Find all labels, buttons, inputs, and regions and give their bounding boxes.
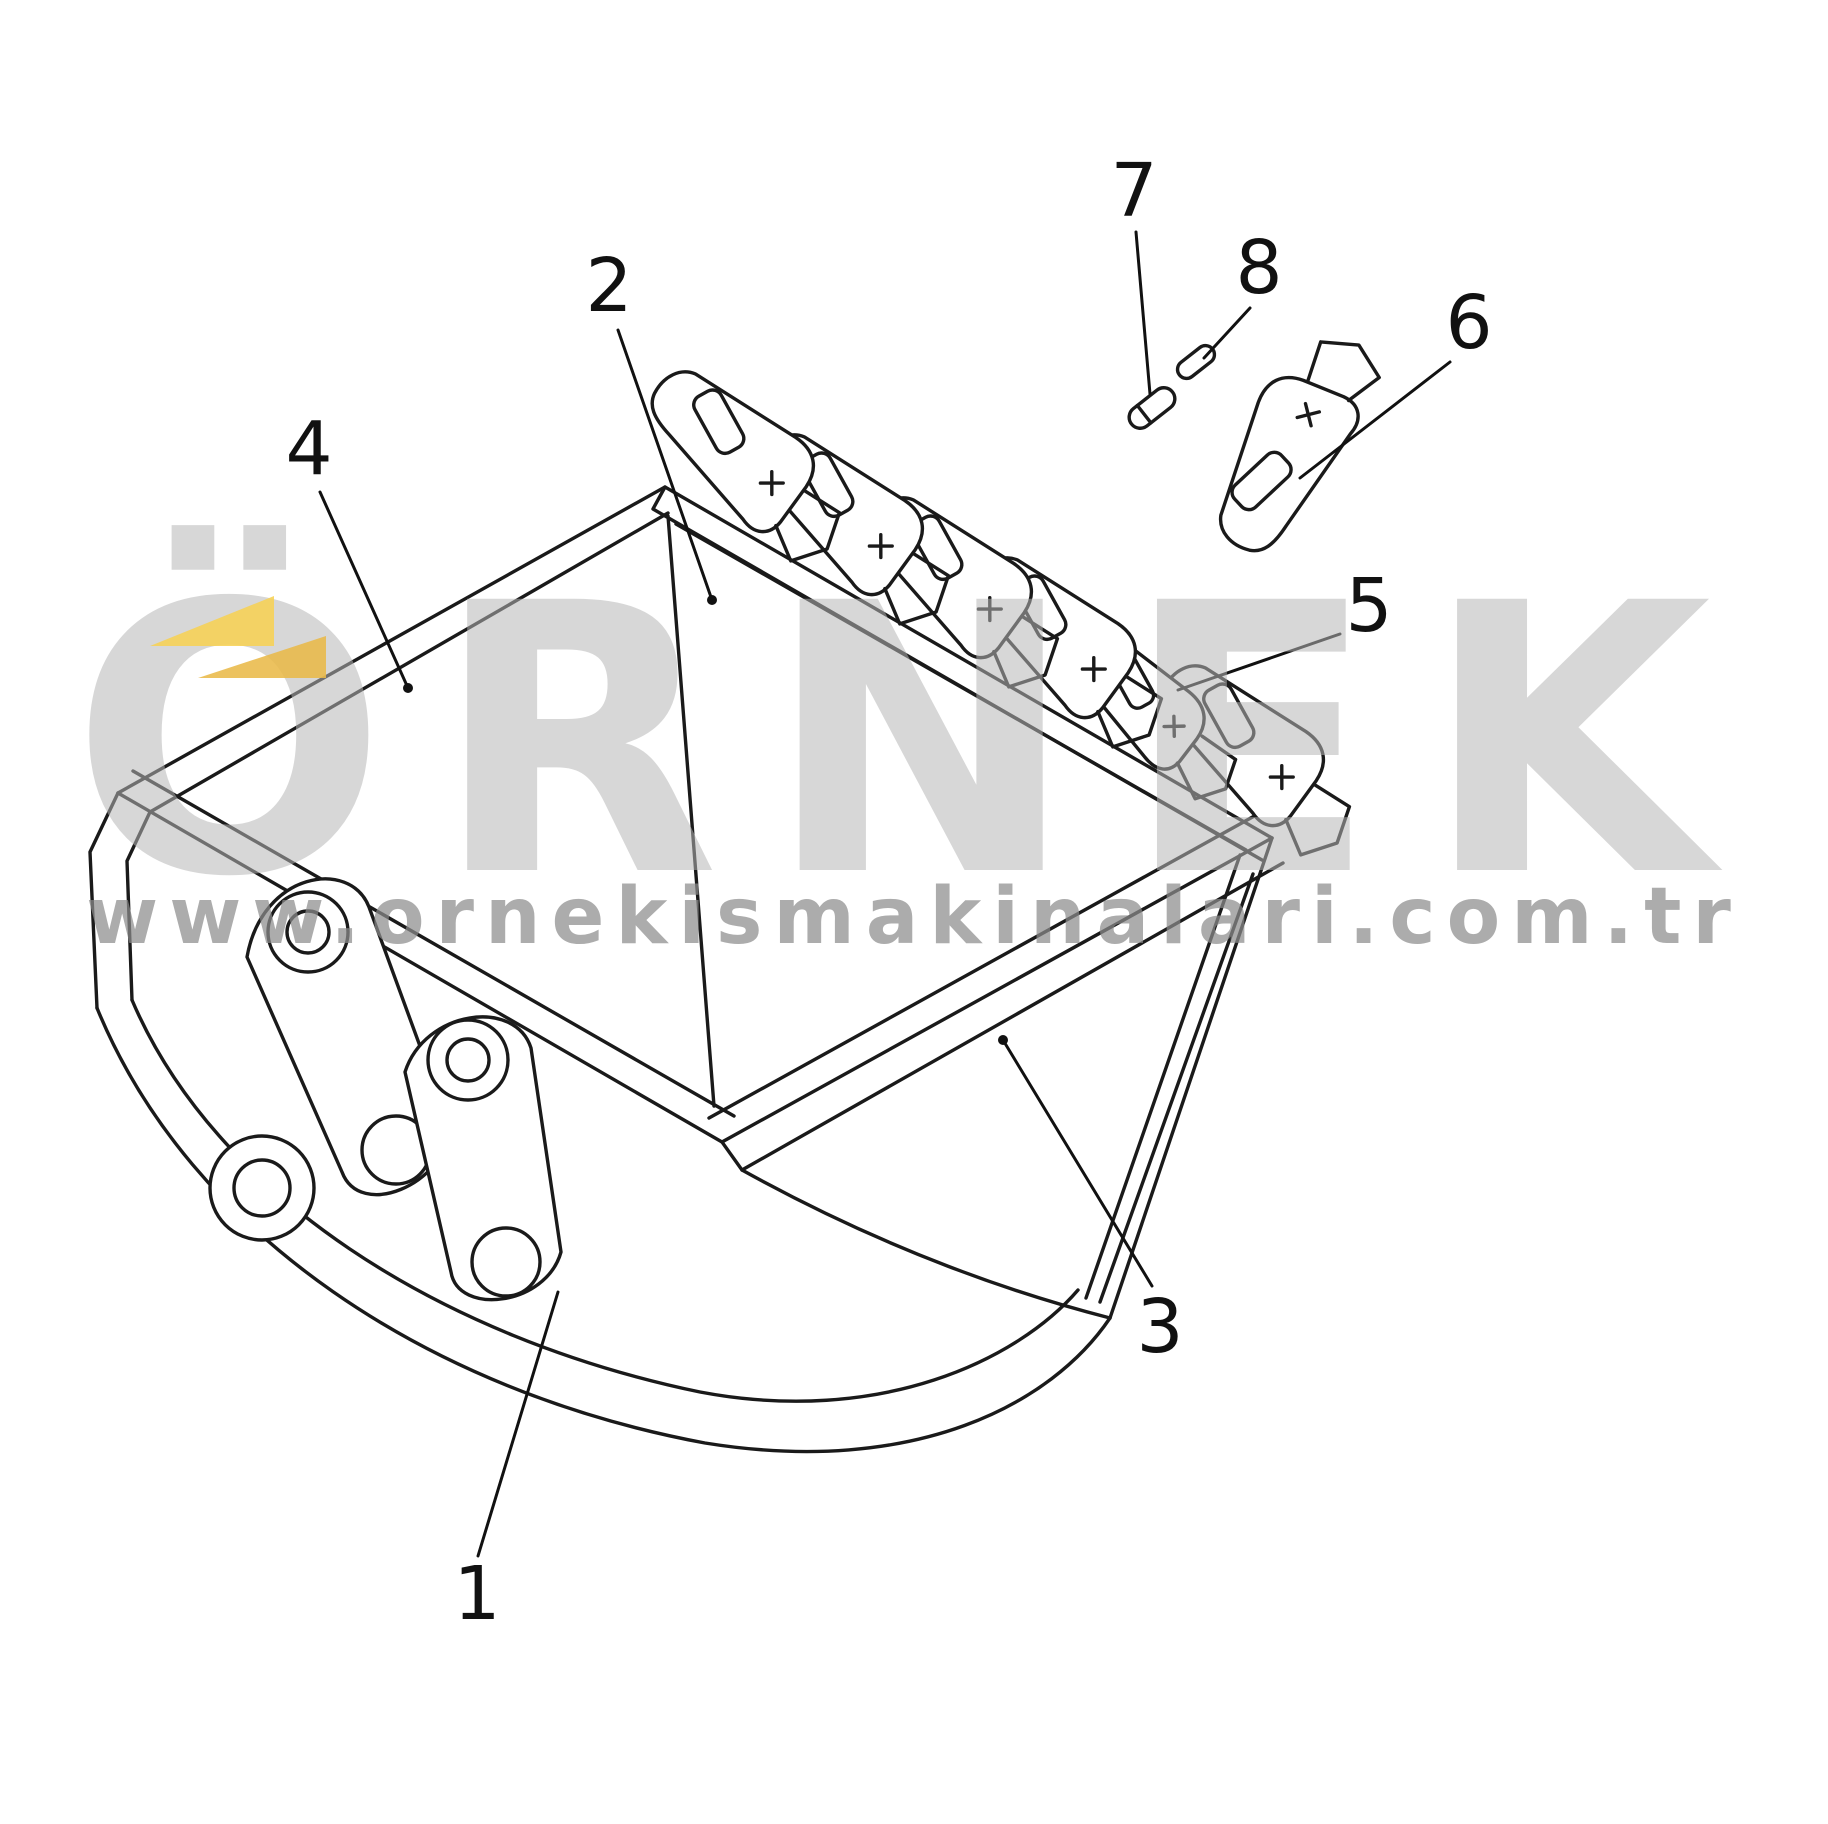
callout-2: 2 bbox=[585, 243, 633, 329]
callout-5: 5 bbox=[1345, 563, 1393, 649]
leader-line-7 bbox=[1134, 230, 1152, 396]
callout-4: 4 bbox=[285, 406, 333, 492]
leader-lines bbox=[318, 230, 1452, 1558]
leader-line-4 bbox=[318, 490, 410, 690]
callout-1: 1 bbox=[453, 1551, 501, 1637]
leader-line-2 bbox=[616, 328, 714, 602]
leader-line-6 bbox=[1298, 360, 1452, 480]
leader-line-5 bbox=[1176, 632, 1342, 692]
pin-item-7 bbox=[1127, 386, 1177, 430]
callout-3: 3 bbox=[1136, 1284, 1184, 1370]
callout-7: 7 bbox=[1110, 148, 1158, 234]
leader-line-3 bbox=[1001, 1038, 1154, 1288]
callout-8: 8 bbox=[1235, 225, 1283, 311]
exploded-parts bbox=[1127, 314, 1404, 564]
leader-line-1 bbox=[476, 1290, 560, 1558]
mounting-link-bracket bbox=[208, 877, 563, 1302]
callout-6: 6 bbox=[1445, 280, 1493, 366]
leader-line-8 bbox=[1202, 306, 1252, 360]
